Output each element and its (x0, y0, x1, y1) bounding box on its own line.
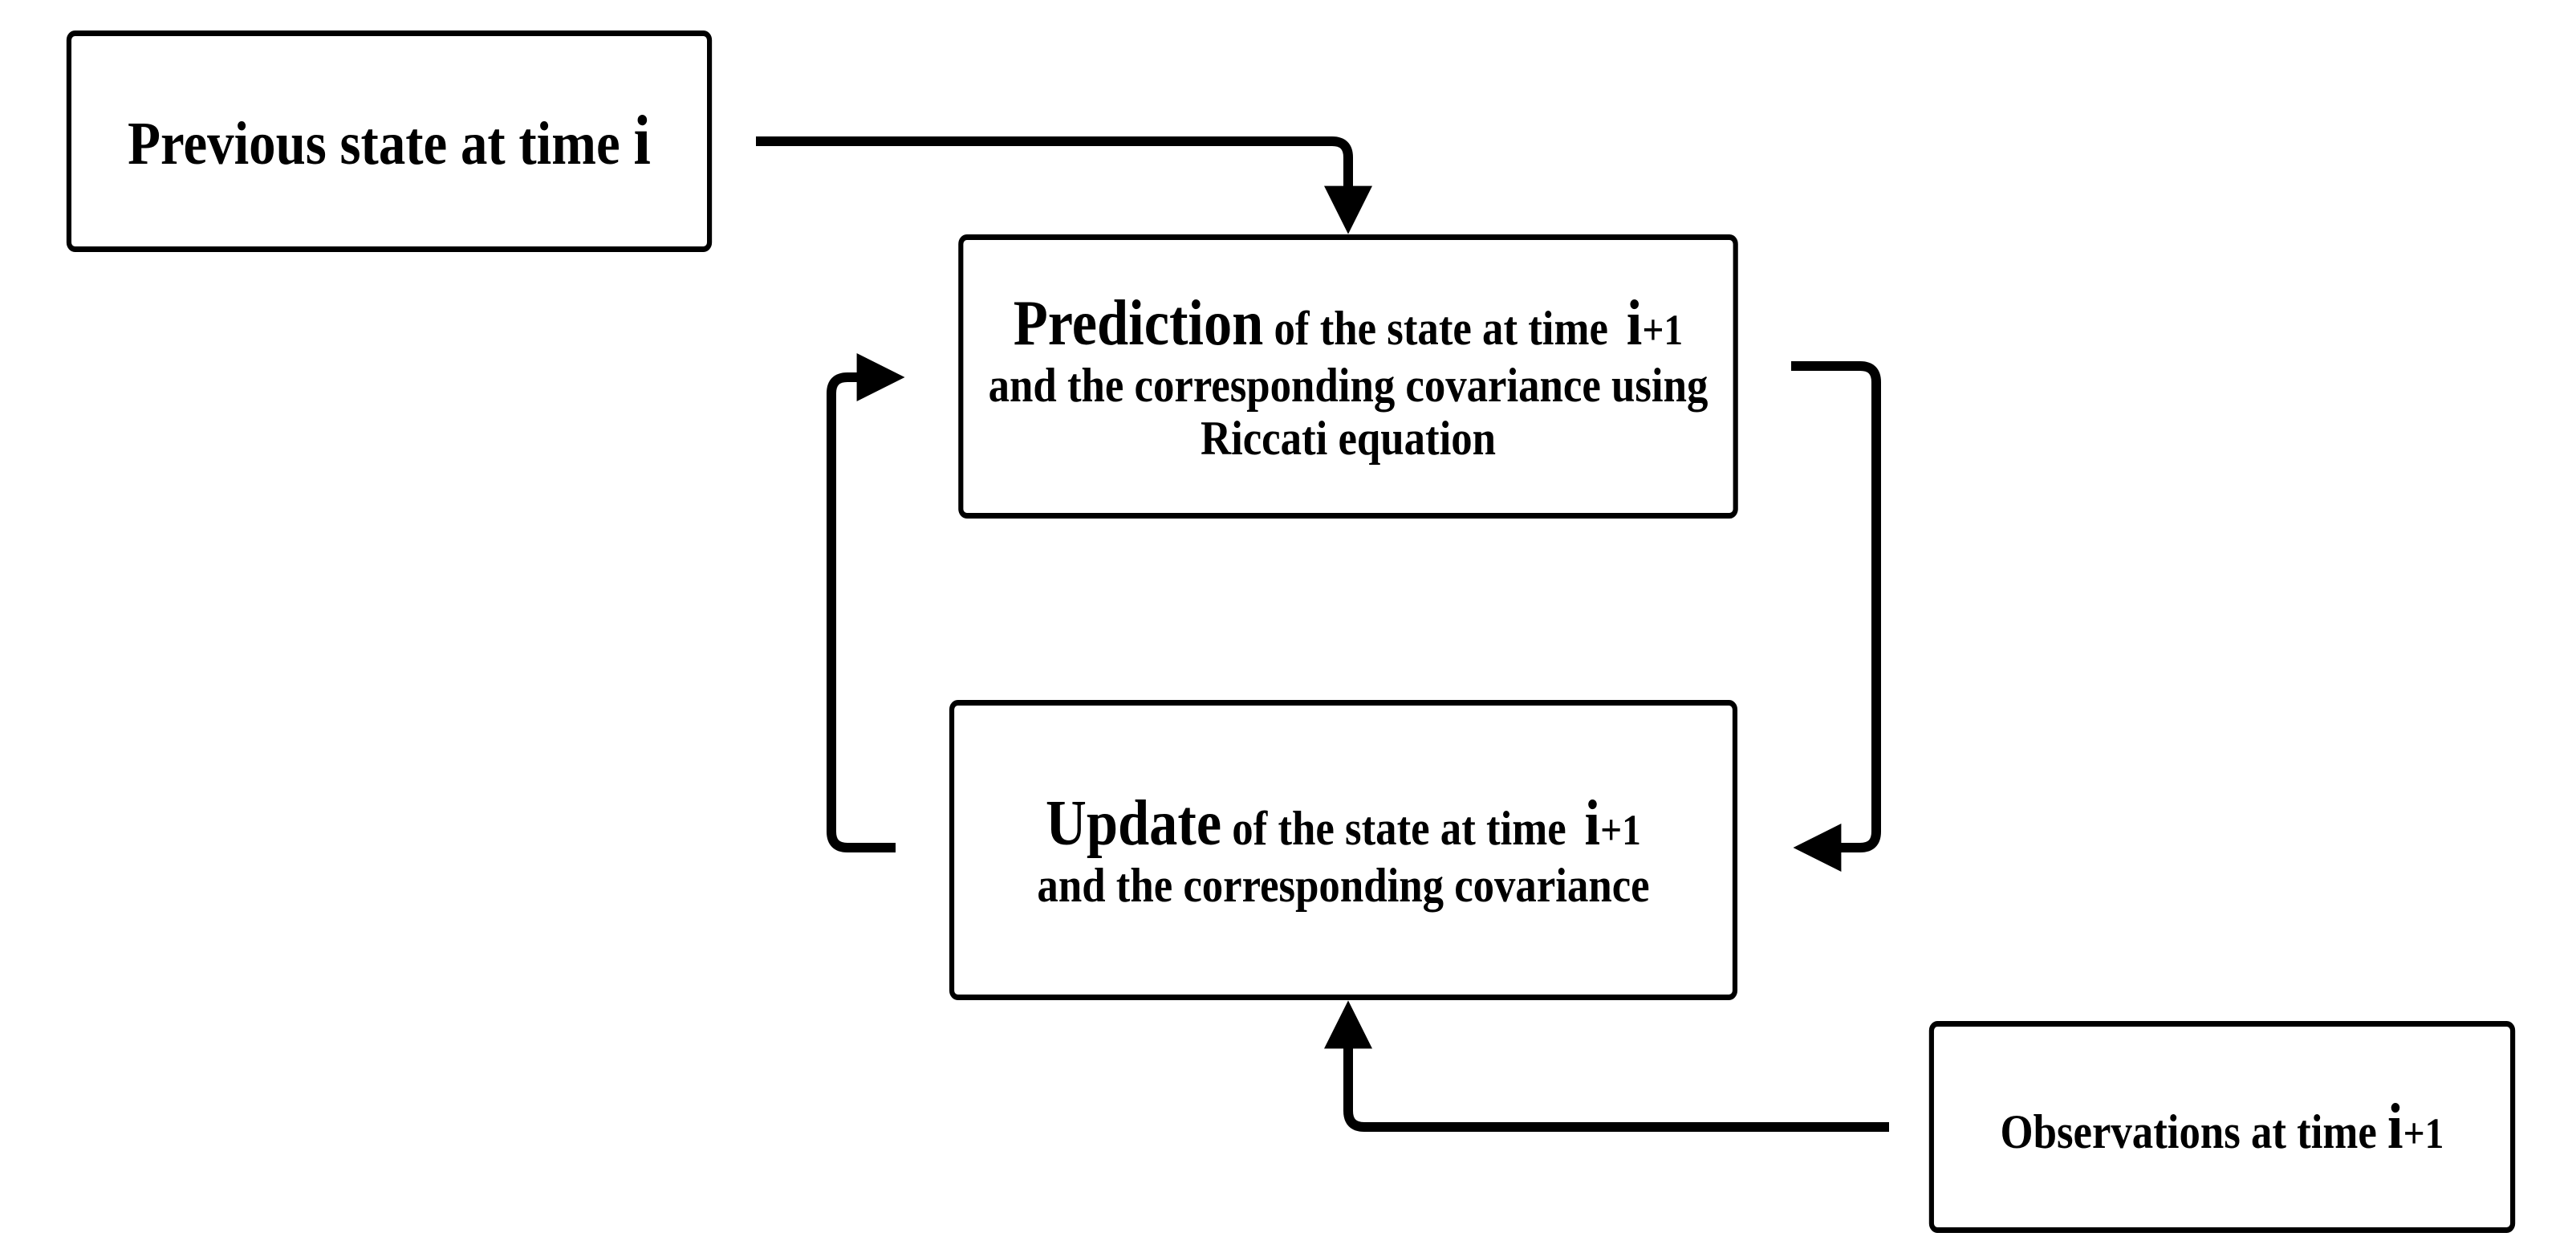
arrow-prediction-to-update (1791, 361, 1881, 872)
update-line-2: and the corresponding covariance (1037, 859, 1650, 912)
previous-state-label: Previous state at time i (128, 101, 651, 181)
previous-state-box: Previous state at time i (66, 31, 713, 252)
observations-var: i (2387, 1092, 2403, 1162)
prediction-line-2: and the corresponding covariance using (988, 359, 1709, 412)
observations-var-suffix: +1 (2403, 1109, 2444, 1157)
observations-label: Observations at time i+1 (2001, 1092, 2444, 1162)
previous-state-text: Previous state at time (128, 109, 634, 177)
update-heading: Update (1046, 788, 1222, 859)
update-line-1: Update of the state at time i+1 (1046, 788, 1641, 859)
prediction-line-3: Riccati equation (1200, 412, 1497, 465)
prediction-line-1-text: of the state at time (1263, 302, 1608, 355)
arrow-observations-to-update (1324, 1000, 1889, 1132)
observations-box: Observations at time i+1 (1928, 1021, 2516, 1233)
update-line-1-text: of the state at time (1221, 802, 1566, 855)
prediction-var: i (1626, 288, 1643, 359)
update-var-suffix: +1 (1600, 806, 1641, 854)
update-var: i (1584, 788, 1601, 859)
prediction-box: Prediction of the state at time i+1 and t… (958, 234, 1738, 519)
observations-text: Observations at time (2000, 1105, 2388, 1158)
prediction-line-1: Prediction of the state at time i+1 (1014, 288, 1683, 359)
prediction-heading: Prediction (1013, 288, 1264, 359)
arrow-previous-to-prediction (756, 136, 1372, 234)
previous-state-var: i (633, 101, 651, 180)
arrow-update-to-prediction (827, 353, 905, 852)
prediction-var-suffix: +1 (1642, 306, 1684, 354)
update-box: Update of the state at time i+1 and the c… (949, 700, 1738, 1000)
